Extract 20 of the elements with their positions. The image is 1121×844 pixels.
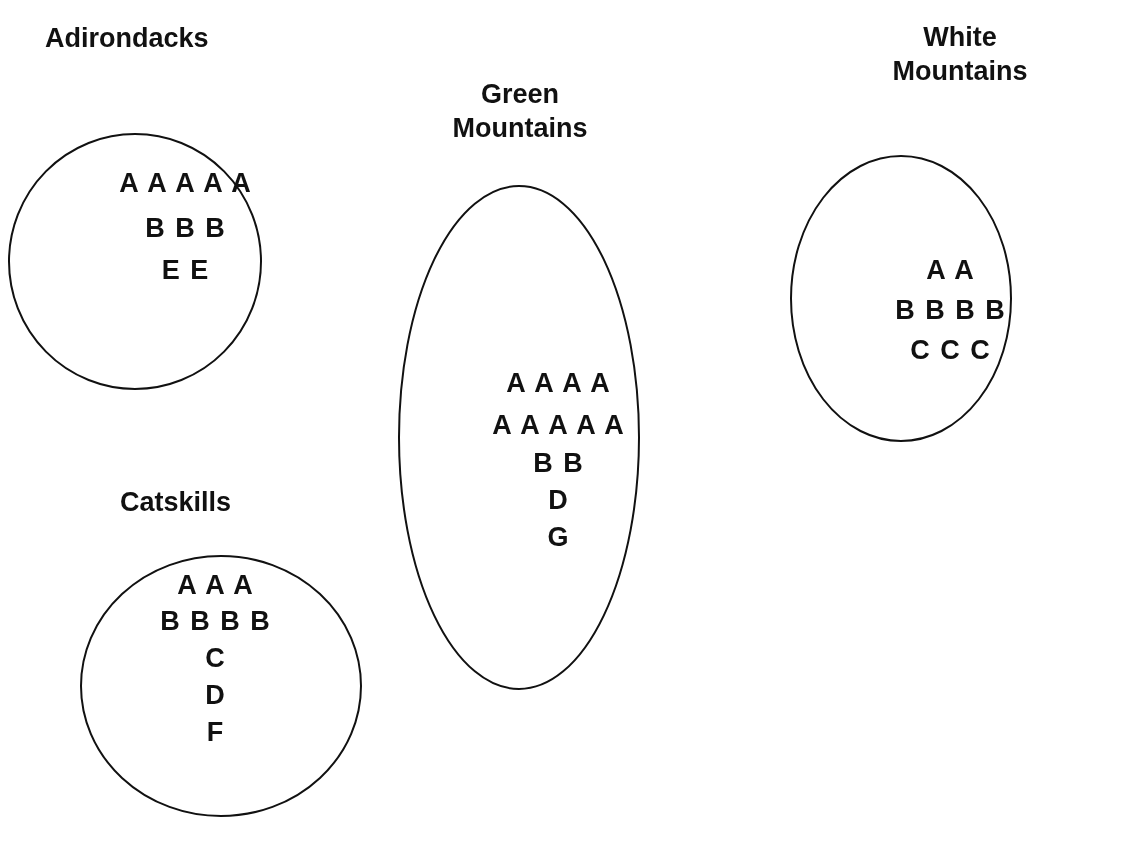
species-letters: B B — [533, 448, 583, 478]
species-letters: A A A A A — [119, 168, 251, 198]
species-letters: A A A A A — [492, 410, 624, 440]
species-letters: D — [205, 680, 225, 710]
species-letters: B B B — [145, 213, 225, 243]
species-letters: A A A A — [506, 368, 610, 398]
region-heading: Green Mountains — [451, 78, 589, 145]
species-letters: D — [548, 485, 568, 515]
species-letters: F — [206, 717, 224, 747]
species-letters: B B B B — [895, 295, 1005, 325]
species-letters: C — [205, 643, 225, 673]
region-heading: Catskills — [120, 486, 233, 519]
region-heading: White Mountains — [891, 21, 1029, 88]
species-letters: A A — [926, 255, 974, 285]
region-heading: Adirondacks — [45, 22, 210, 55]
species-letters: B B B B — [160, 606, 270, 636]
species-letters: E E — [161, 255, 209, 285]
species-letters: A A A — [177, 570, 253, 600]
species-letters: G — [547, 522, 569, 552]
species-letters: C C C — [910, 335, 990, 365]
